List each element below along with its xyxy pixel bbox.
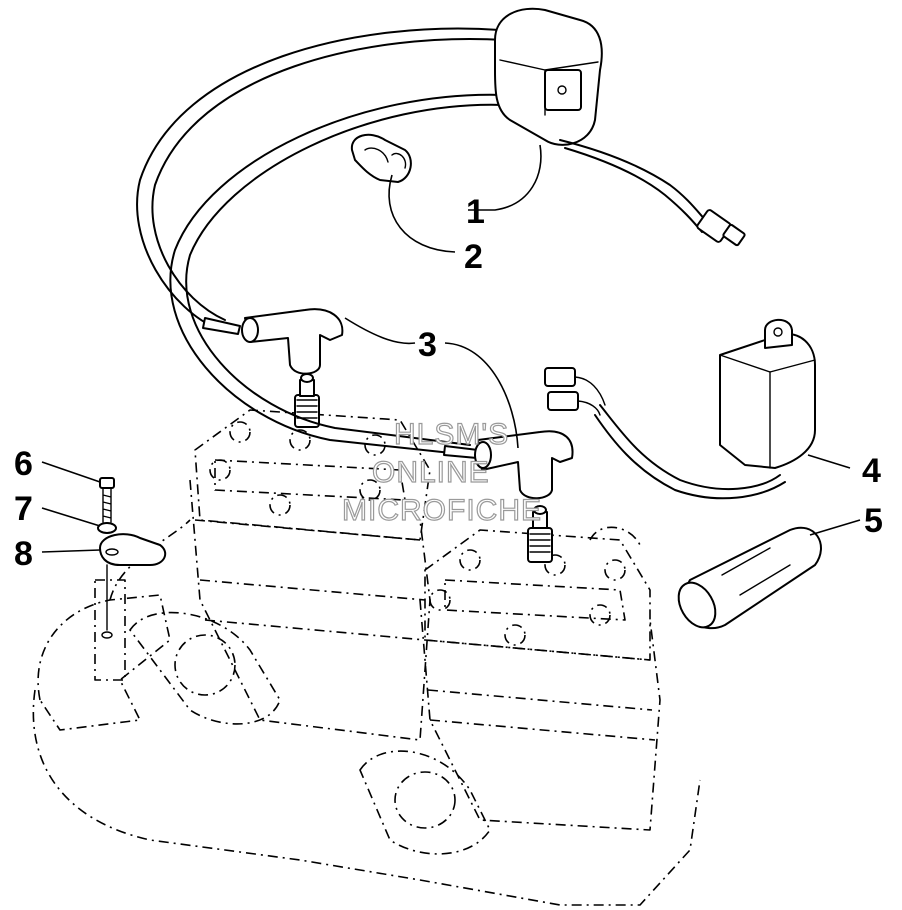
- spark-plug-right: [527, 505, 553, 563]
- callout-2: 2: [464, 238, 483, 276]
- callout-8: 8: [14, 535, 33, 573]
- watermark: HLSM'S ONLINE MICROFICHE: [341, 417, 542, 527]
- ignition-leads: [136, 27, 506, 459]
- callout-5: 5: [864, 502, 883, 540]
- callout-1: 1: [466, 193, 485, 231]
- watermark-line-1: HLSM'S: [394, 418, 509, 451]
- protective-sleeve: [677, 526, 822, 630]
- cdi-module: [544, 318, 816, 500]
- watermark-line-3: MICROFICHE: [342, 494, 542, 527]
- spark-plug-left: [294, 373, 320, 428]
- spark-plug-cap-right: [474, 430, 574, 500]
- callout-6: 6: [14, 445, 33, 483]
- callout-4: 4: [862, 452, 881, 490]
- screw-washer-plate: [97, 477, 167, 639]
- callout-3: 3: [418, 326, 437, 364]
- callout-labels: 1 2 3 4 5 6 7 8: [14, 193, 883, 573]
- wire-clip: [350, 133, 412, 183]
- callout-7: 7: [14, 490, 33, 528]
- ignition-coil: [494, 7, 746, 247]
- engine-block: [32, 409, 701, 906]
- watermark-line-2: ONLINE: [372, 456, 490, 489]
- spark-plug-cap-left: [241, 308, 344, 375]
- leader-lines: [41, 144, 861, 553]
